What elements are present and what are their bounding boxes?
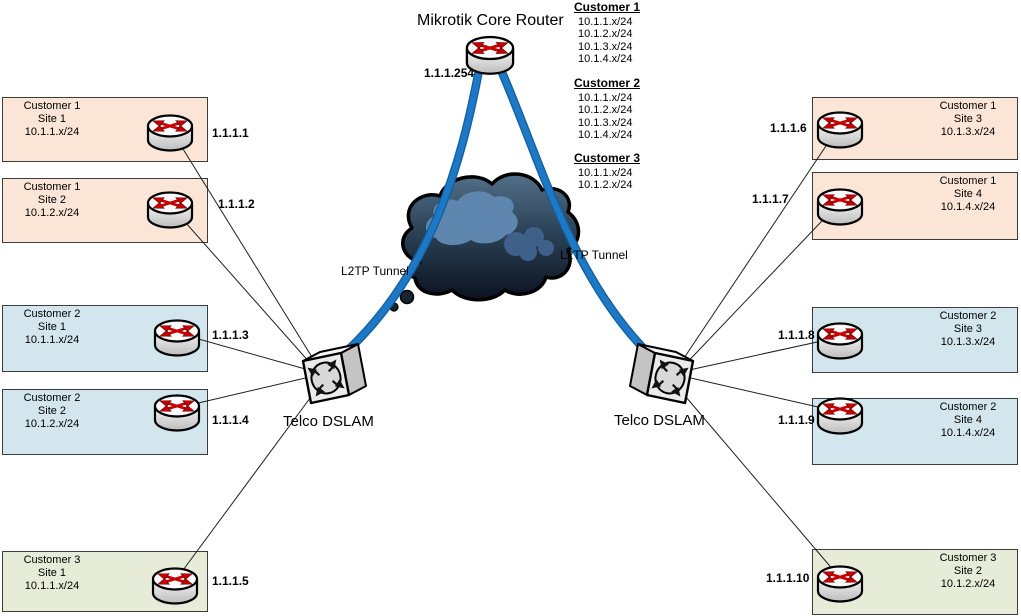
ip-label-2: 1.1.1.2 [218, 197, 255, 211]
routing-table-customer-1: Customer 1 10.1.1.x/24 10.1.2.x/24 10.1.… [574, 1, 640, 66]
core-router-title: Mikrotik Core Router [417, 12, 564, 29]
routing-subnet: 10.1.1.x/24 [578, 167, 633, 179]
site-box-customer2-site3: Customer 2 Site 3 10.1.3.x/24 [812, 307, 1018, 373]
routing-subnet: 10.1.4.x/24 [578, 129, 633, 142]
dslam-icon-right [630, 344, 693, 403]
site-box-text: Customer 3 Site 2 10.1.2.x/24 [923, 552, 1013, 591]
site-box-customer2-site4: Customer 2 Site 4 10.1.4.x/24 [812, 398, 1018, 465]
site-customer-label: Customer 1 [939, 175, 997, 187]
routing-subnet: 10.1.2.x/24 [578, 28, 633, 41]
routing-table-heading: Customer 2 [574, 76, 641, 90]
site-name-label: Site 2 [37, 194, 67, 206]
site-box-text: Customer 2 Site 2 10.1.2.x/24 [9, 392, 95, 431]
ip-label-1: 1.1.1.1 [212, 126, 249, 140]
ip-label-6: 1.1.1.6 [770, 121, 807, 135]
l2tp-tunnel-line-left [343, 67, 482, 355]
site-subnet-label: 10.1.4.x/24 [940, 427, 996, 439]
l2tp-tunnel-line-left [341, 65, 484, 357]
site-box-text: Customer 1 Site 4 10.1.4.x/24 [923, 175, 1013, 214]
site-subnet-label: 10.1.3.x/24 [940, 336, 996, 348]
ip-label-9: 1.1.1.9 [778, 413, 815, 427]
site-box-customer1-site1: Customer 1 Site 1 10.1.1.x/24 [2, 97, 208, 162]
site-subnet-label: 10.1.4.x/24 [940, 201, 996, 213]
site-customer-label: Customer 1 [23, 181, 81, 193]
site-customer-label: Customer 2 [23, 392, 81, 404]
routing-table-customer-2: Customer 2 10.1.1.x/24 10.1.2.x/24 10.1.… [574, 77, 640, 142]
site-customer-label: Customer 3 [23, 554, 81, 566]
site-box-text: Customer 1 Site 2 10.1.2.x/24 [9, 181, 95, 220]
site-name-label: Site 2 [37, 405, 67, 417]
routing-table-heading: Customer 3 [574, 151, 641, 165]
site-subnet-label: 10.1.2.x/24 [24, 418, 80, 430]
site-box-customer3-site1: Customer 3 Site 1 10.1.1.x/24 [2, 551, 208, 612]
ip-label-10: 1.1.1.10 [766, 571, 810, 585]
ip-label-5: 1.1.1.5 [212, 574, 249, 588]
site-subnet-label: 10.1.1.x/24 [24, 126, 80, 138]
site-name-label: Site 4 [953, 414, 983, 426]
site-customer-label: Customer 1 [939, 100, 997, 112]
l2tp-tunnel-label-right: L2TP Tunnel [560, 248, 628, 262]
site-box-customer1-site4: Customer 1 Site 4 10.1.4.x/24 [812, 172, 1018, 240]
site-name-label: Site 3 [953, 113, 983, 125]
site-box-customer1-site2: Customer 1 Site 2 10.1.2.x/24 [2, 178, 208, 243]
routing-subnet: 10.1.1.x/24 [578, 92, 633, 104]
site-customer-label: Customer 3 [939, 552, 997, 564]
site-subnet-label: 10.1.1.x/24 [24, 580, 80, 592]
dslam-label-right: Telco DSLAM [614, 412, 705, 429]
site-name-label: Site 1 [37, 567, 67, 579]
routing-table-heading: Customer 1 [574, 0, 641, 14]
site-box-text: Customer 2 Site 3 10.1.3.x/24 [923, 310, 1013, 349]
routing-subnet: 10.1.3.x/24 [578, 116, 633, 129]
site-box-customer2-site2: Customer 2 Site 2 10.1.2.x/24 [2, 389, 208, 455]
site-box-text: Customer 3 Site 1 10.1.1.x/24 [9, 554, 95, 593]
site-customer-label: Customer 2 [939, 401, 997, 413]
routing-subnet: 10.1.2.x/24 [578, 104, 633, 117]
site-name-label: Site 1 [37, 321, 67, 333]
site-customer-label: Customer 2 [23, 308, 81, 320]
routing-subnet: 10.1.3.x/24 [578, 40, 633, 53]
routing-table-customer-3: Customer 3 10.1.1.x/24 10.1.2.x/24 [574, 152, 640, 192]
site-box-text: Customer 2 Site 4 10.1.4.x/24 [923, 401, 1013, 440]
site-box-text: Customer 2 Site 1 10.1.1.x/24 [9, 308, 95, 347]
dslam-icon-left [303, 344, 366, 403]
site-name-label: Site 1 [37, 113, 67, 125]
site-subnet-label: 10.1.3.x/24 [940, 126, 996, 138]
routing-subnet: 10.1.4.x/24 [578, 53, 633, 66]
site-subnet-label: 10.1.1.x/24 [24, 334, 80, 346]
site-subnet-label: 10.1.2.x/24 [940, 578, 996, 590]
dslam-label-left: Telco DSLAM [283, 413, 374, 430]
site-customer-label: Customer 2 [939, 310, 997, 322]
routing-subnet: 10.1.1.x/24 [578, 16, 633, 28]
site-box-customer2-site1: Customer 2 Site 1 10.1.1.x/24 [2, 305, 208, 372]
site-name-label: Site 3 [953, 323, 983, 335]
site-name-label: Site 2 [953, 565, 983, 577]
site-customer-label: Customer 1 [23, 100, 81, 112]
ip-label-7: 1.1.1.7 [752, 192, 789, 206]
site-subnet-label: 10.1.2.x/24 [24, 207, 80, 219]
ip-label-4: 1.1.1.4 [212, 413, 249, 427]
ip-label-3: 1.1.1.3 [212, 328, 249, 342]
core-router-ip-label: 1.1.1.254 [424, 66, 475, 80]
l2tp-tunnel-label-left: L2TP Tunnel [341, 264, 409, 278]
site-name-label: Site 4 [953, 188, 983, 200]
routing-subnet: 10.1.2.x/24 [578, 179, 633, 192]
site-box-text: Customer 1 Site 3 10.1.3.x/24 [923, 100, 1013, 139]
ip-label-8: 1.1.1.8 [778, 328, 815, 342]
site-box-customer3-site2: Customer 3 Site 2 10.1.2.x/24 [812, 549, 1018, 615]
site-box-text: Customer 1 Site 1 10.1.1.x/24 [9, 100, 95, 139]
internet-cloud-icon [389, 172, 581, 312]
site-box-customer1-site3: Customer 1 Site 3 10.1.3.x/24 [812, 97, 1018, 160]
